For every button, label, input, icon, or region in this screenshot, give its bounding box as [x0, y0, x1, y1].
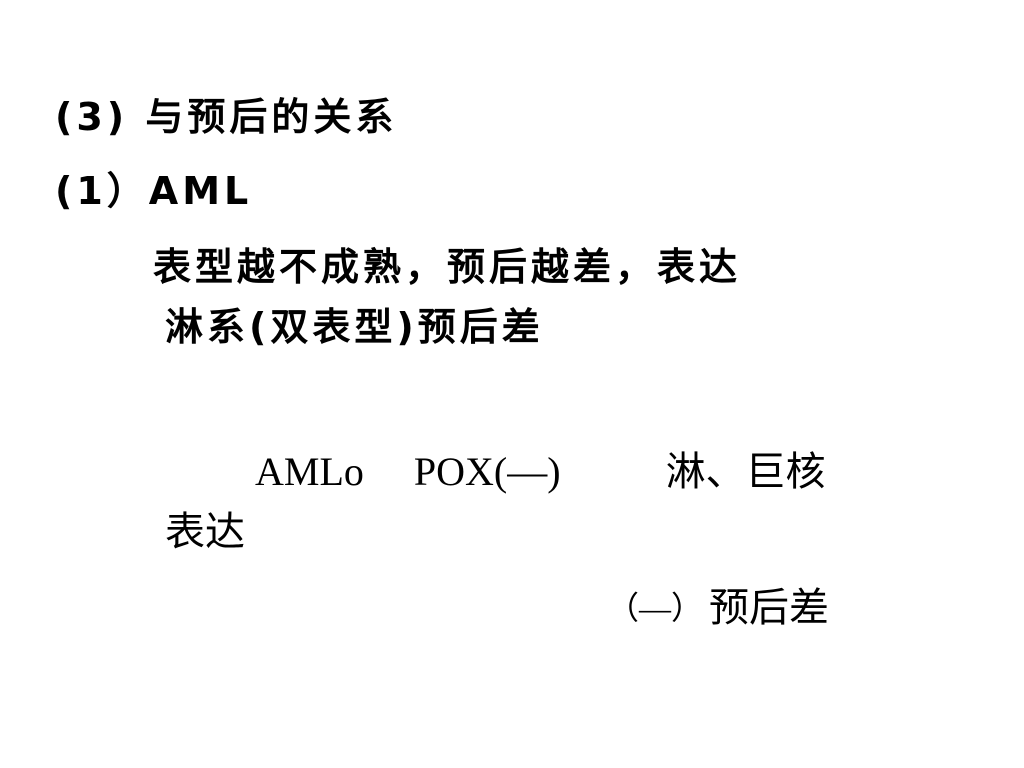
negative-mark: （—） — [607, 590, 704, 626]
prognosis-line: （—）预后差 — [607, 588, 829, 628]
section-heading: (3) 与预后的关系 — [55, 95, 398, 139]
paragraph-line-2: 淋系(双表型)预后差 — [165, 305, 544, 349]
lineage-label: 淋、巨核 — [665, 449, 826, 494]
paragraph-line-1: 表型越不成熟，预后越差，表达 — [153, 245, 742, 289]
prognosis-label: 预后差 — [709, 585, 830, 630]
express-label: 表达 — [165, 509, 245, 554]
pox-label: POX(—) — [413, 449, 561, 494]
aml-subtype-line: AMLo POX(—) 淋、巨核 — [255, 452, 826, 492]
subsection-heading: (1）AML — [55, 169, 253, 213]
aml-subtype-label: AMLo — [255, 449, 364, 494]
